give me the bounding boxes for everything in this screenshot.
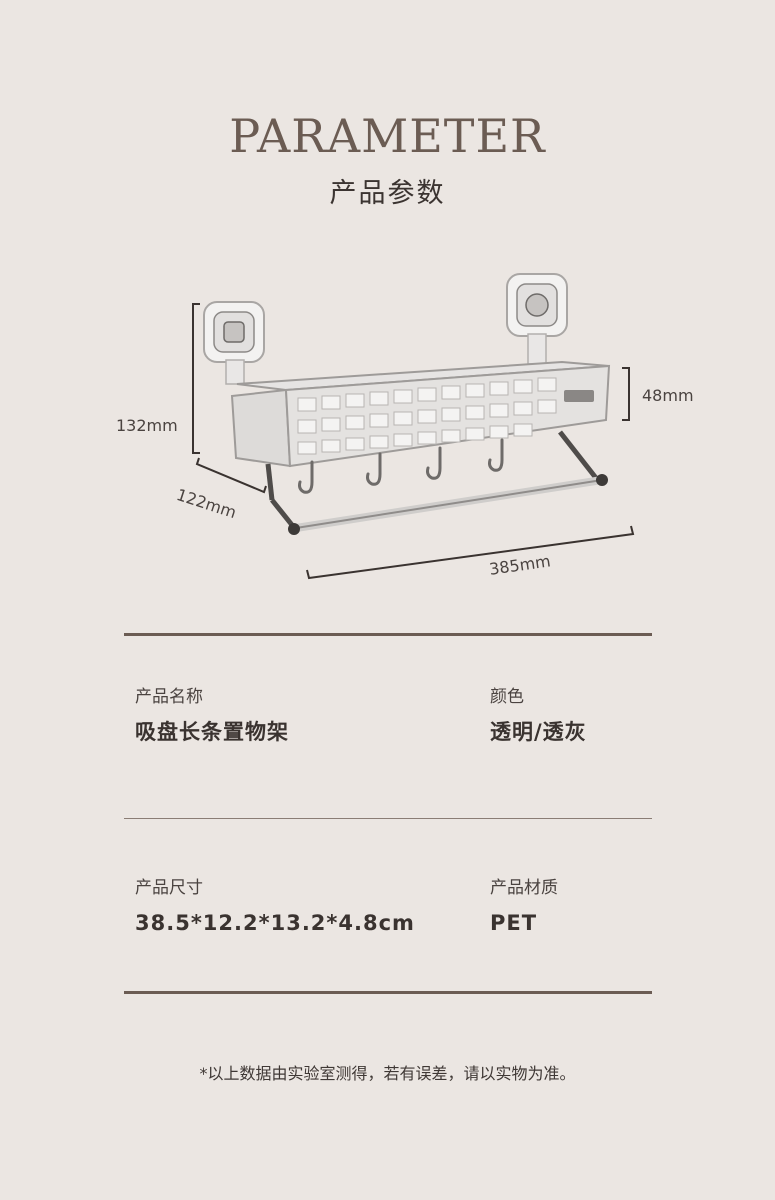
dimension-basket-height-label: 48mm [642, 386, 694, 405]
product-illustration [192, 273, 635, 580]
spec-color-value: 透明/透灰 [490, 720, 587, 744]
spec-name-label: 产品名称 [135, 687, 203, 707]
basket-body [230, 360, 611, 468]
spec-color-label: 颜色 [490, 687, 524, 707]
spec-material-value: PET [490, 911, 538, 935]
disclaimer-note: *以上数据由实验室测得，若有误差，请以实物为准。 [199, 1064, 576, 1083]
dimension-line-length [306, 525, 635, 580]
spec-name-value: 吸盘长条置物架 [135, 720, 289, 744]
spec-material-label: 产品材质 [490, 878, 558, 898]
page-title-english: PARAMETER [229, 109, 546, 163]
product-diagram: 132mm 48mm 122mm 385mm [0, 270, 775, 600]
suction-cup-left [203, 301, 265, 385]
hook-2 [366, 452, 382, 486]
divider-bottom [124, 991, 652, 994]
divider-middle [124, 818, 652, 819]
spec-size-value: 38.5*12.2*13.2*4.8cm [135, 911, 415, 935]
page-title-chinese: 产品参数 [329, 178, 446, 209]
hook-4 [488, 438, 504, 472]
towel-bar [265, 430, 608, 535]
hooks [298, 438, 504, 494]
spec-size-label: 产品尺寸 [135, 878, 203, 898]
logo-plate [564, 390, 594, 402]
dimension-lines [192, 303, 635, 580]
dimension-line-basket-height [622, 367, 630, 421]
divider-top [124, 633, 652, 636]
dimension-height-label: 132mm [116, 416, 178, 435]
hook-1 [298, 460, 314, 494]
dimension-line-height [192, 303, 200, 454]
suction-cup-right [506, 273, 568, 365]
dimension-line-depth [195, 457, 267, 494]
hook-3 [426, 446, 442, 480]
